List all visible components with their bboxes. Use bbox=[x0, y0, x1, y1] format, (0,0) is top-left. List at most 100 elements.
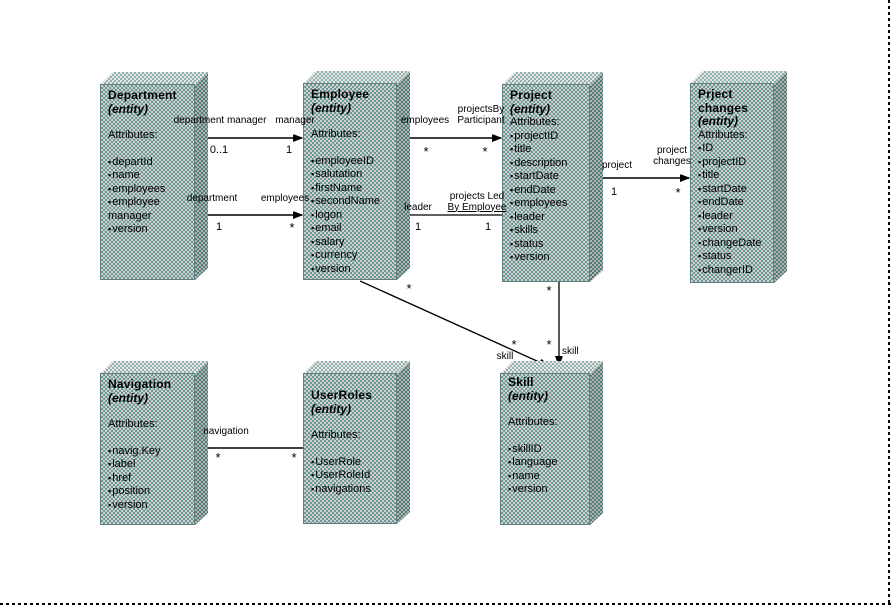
attribute-item: position bbox=[108, 485, 190, 499]
attributes-label: Attributes: bbox=[108, 418, 158, 430]
entity-stereotype: (entity) bbox=[108, 390, 148, 405]
attribute-item: employee manager bbox=[108, 196, 190, 223]
box-side-face bbox=[195, 361, 208, 525]
entity-stereotype: (entity) bbox=[311, 401, 351, 416]
attribute-item: leader bbox=[510, 211, 585, 225]
multiplicity: * bbox=[675, 185, 681, 200]
box-front-face: Skill (entity) Attributes: skillIDlangua… bbox=[500, 373, 590, 525]
attribute-item: title bbox=[510, 143, 585, 157]
box-top-face bbox=[500, 361, 603, 374]
attribute-item: href bbox=[108, 472, 190, 486]
attribute-item: projectID bbox=[698, 156, 769, 170]
entity-userroles[interactable]: UserRoles (entity) Attributes: UserRoleU… bbox=[303, 361, 410, 524]
box-top-face bbox=[100, 72, 208, 85]
role-label-manager: manager bbox=[275, 115, 315, 126]
attribute-item: salary bbox=[311, 236, 392, 250]
attribute-item: secondName bbox=[311, 195, 392, 209]
role-label-leader: leader bbox=[404, 202, 432, 213]
role-label-skill-left: skill bbox=[496, 351, 514, 362]
attribute-item: status bbox=[698, 250, 769, 264]
box-side-face bbox=[397, 361, 410, 524]
entity-employee[interactable]: Employee (entity) Attributes: employeeID… bbox=[303, 71, 410, 280]
box-front-face: Department (entity) Attributes: departId… bbox=[100, 84, 195, 280]
multiplicity: * bbox=[215, 450, 221, 465]
entity-title: Prject changes bbox=[698, 87, 749, 115]
entity-title: Employee bbox=[311, 87, 370, 101]
multiplicity: 1 bbox=[484, 221, 492, 233]
attribute-item: email bbox=[311, 222, 392, 236]
box-front-face: UserRoles (entity) Attributes: UserRoleU… bbox=[303, 373, 397, 524]
attribute-item: version bbox=[108, 499, 190, 513]
entity-stereotype: (entity) bbox=[510, 101, 550, 116]
entity-stereotype: (entity) bbox=[698, 114, 738, 128]
canvas-boundary-bottom bbox=[0, 603, 892, 605]
multiplicity: * bbox=[546, 283, 552, 298]
entity-title: UserRoles bbox=[311, 388, 373, 402]
attribute-item: UserRole bbox=[311, 456, 392, 470]
box-top-face bbox=[690, 71, 787, 84]
role-label-projects-by-participant: projectsBy Participant bbox=[457, 104, 505, 126]
canvas-boundary-right bbox=[888, 0, 890, 606]
attribute-item: endDate bbox=[698, 196, 769, 210]
box-side-face bbox=[397, 71, 410, 280]
role-label-department: department bbox=[186, 193, 238, 204]
attribute-item: projectID bbox=[510, 130, 585, 144]
attribute-item: status bbox=[510, 238, 585, 252]
attribute-item: label bbox=[108, 458, 190, 472]
attribute-list: UserRoleUserRoleIdnavigations bbox=[311, 456, 392, 497]
attribute-item: navig.Key bbox=[108, 445, 190, 459]
entity-skill[interactable]: Skill (entity) Attributes: skillIDlangua… bbox=[500, 361, 603, 525]
multiplicity: * bbox=[406, 281, 412, 296]
attributes-label: Attributes: bbox=[311, 128, 361, 140]
attribute-item: employees bbox=[510, 197, 585, 211]
role-label-employees: employees bbox=[260, 193, 310, 204]
entity-title: Project bbox=[510, 88, 553, 102]
attribute-item: version bbox=[508, 483, 585, 497]
entity-department[interactable]: Department (entity) Attributes: departId… bbox=[100, 72, 208, 280]
attribute-item: title bbox=[698, 169, 769, 183]
box-top-face bbox=[502, 72, 603, 85]
box-side-face bbox=[590, 72, 603, 282]
entity-project-changes[interactable]: Prject changes (entity) Attributes: IDpr… bbox=[690, 71, 787, 283]
attribute-list: employeeIDsalutationfirstNamesecondNamel… bbox=[311, 155, 392, 277]
role-label-projects-led-by-employee: projects Led By Employee bbox=[447, 191, 507, 213]
attribute-item: currency bbox=[311, 249, 392, 263]
entity-project[interactable]: Project (entity) Attributes: projectIDti… bbox=[502, 72, 603, 282]
attribute-item: startDate bbox=[698, 183, 769, 197]
attribute-item: skillID bbox=[508, 443, 585, 457]
attributes-label: Attributes: bbox=[510, 116, 560, 128]
multiplicity: * bbox=[511, 337, 517, 352]
attribute-item: ID bbox=[698, 142, 769, 156]
attribute-list: IDprojectIDtitlestartDateendDateleaderve… bbox=[698, 142, 769, 277]
entity-navigation[interactable]: Navigation (entity) Attributes: navig.Ke… bbox=[100, 361, 208, 525]
box-top-face bbox=[303, 361, 410, 374]
box-front-face: Prject changes (entity) Attributes: IDpr… bbox=[690, 83, 774, 283]
attribute-item: changerID bbox=[698, 264, 769, 278]
box-front-face: Project (entity) Attributes: projectIDti… bbox=[502, 84, 590, 282]
attribute-item: name bbox=[508, 470, 585, 484]
box-front-face: Navigation (entity) Attributes: navig.Ke… bbox=[100, 373, 195, 525]
attribute-item: language bbox=[508, 456, 585, 470]
attribute-item: employeeID bbox=[311, 155, 392, 169]
attribute-item: employees bbox=[108, 183, 190, 197]
box-top-face bbox=[303, 71, 410, 84]
attribute-list: navig.Keylabelhrefpositionversion bbox=[108, 445, 190, 513]
multiplicity: 1 bbox=[610, 186, 618, 198]
attribute-item: skills bbox=[510, 224, 585, 238]
attribute-item: name bbox=[108, 169, 190, 183]
attribute-item: version bbox=[698, 223, 769, 237]
multiplicity: 1 bbox=[215, 221, 223, 233]
role-label-project-changes: project changes bbox=[653, 145, 691, 167]
box-front-face: Employee (entity) Attributes: employeeID… bbox=[303, 83, 397, 280]
attribute-item: salutation bbox=[311, 168, 392, 182]
attribute-item: logon bbox=[311, 209, 392, 223]
attribute-item: endDate bbox=[510, 184, 585, 198]
attribute-item: leader bbox=[698, 210, 769, 224]
connector-employee-skill[interactable] bbox=[359, 280, 548, 367]
multiplicity: * bbox=[291, 450, 297, 465]
multiplicity: 0..1 bbox=[209, 144, 229, 156]
role-label-skill-right: skill bbox=[562, 346, 579, 357]
entity-title: Department bbox=[108, 88, 177, 102]
